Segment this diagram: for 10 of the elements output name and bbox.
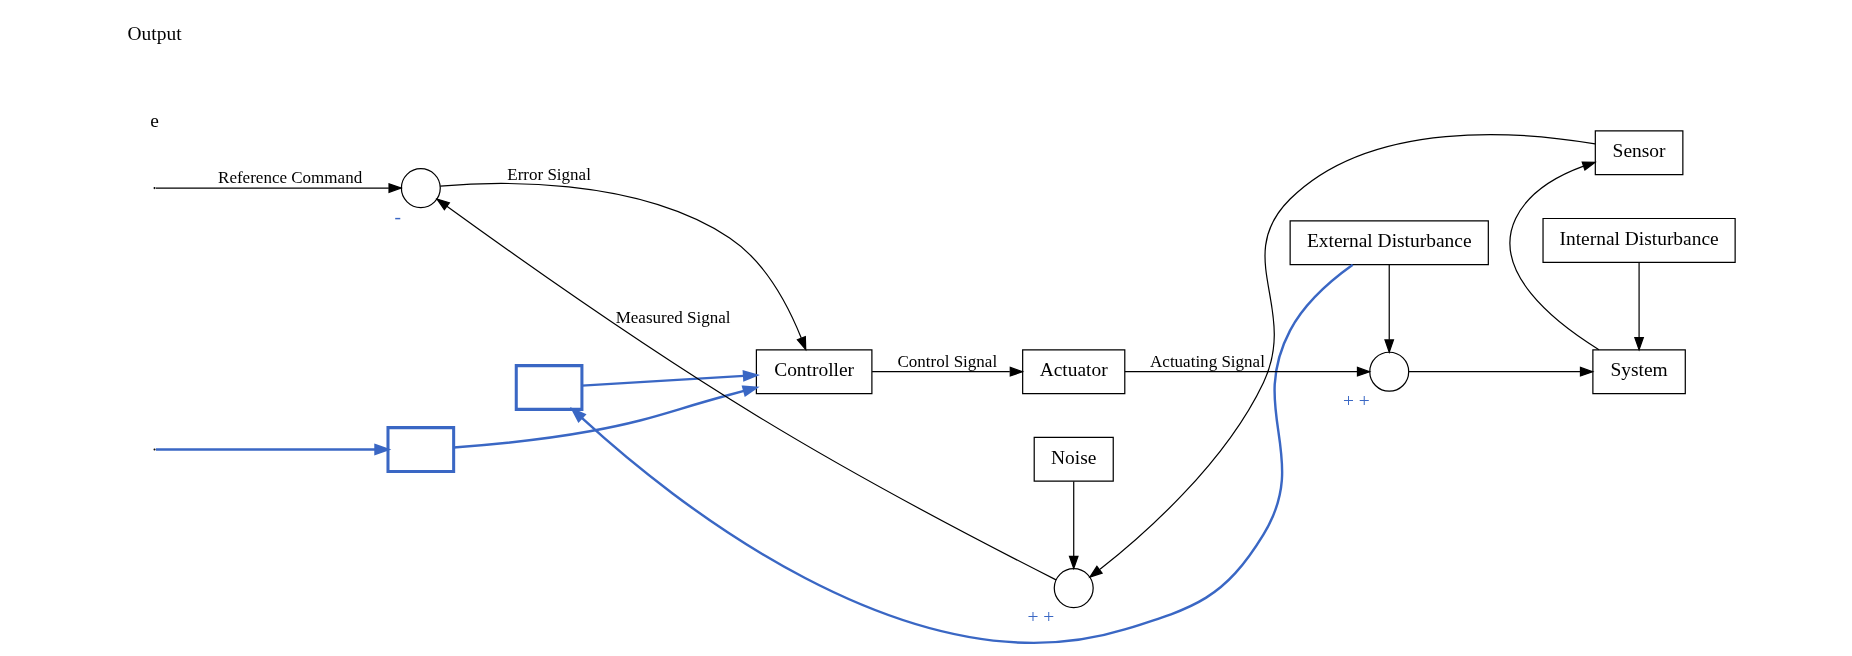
- edge-label: Reference Command: [218, 168, 363, 188]
- edge-label: Actuating Signal: [1150, 352, 1265, 372]
- node-label: -: [394, 206, 401, 228]
- label: e: [150, 110, 159, 132]
- label: Output: [127, 22, 182, 44]
- edge-label: Control Signal: [897, 352, 998, 372]
- edge-label: Error Signal: [507, 164, 591, 184]
- node-label: + +: [1027, 606, 1055, 628]
- node-label: + +: [1343, 389, 1370, 411]
- edge-label: Measured Signal: [615, 308, 731, 328]
